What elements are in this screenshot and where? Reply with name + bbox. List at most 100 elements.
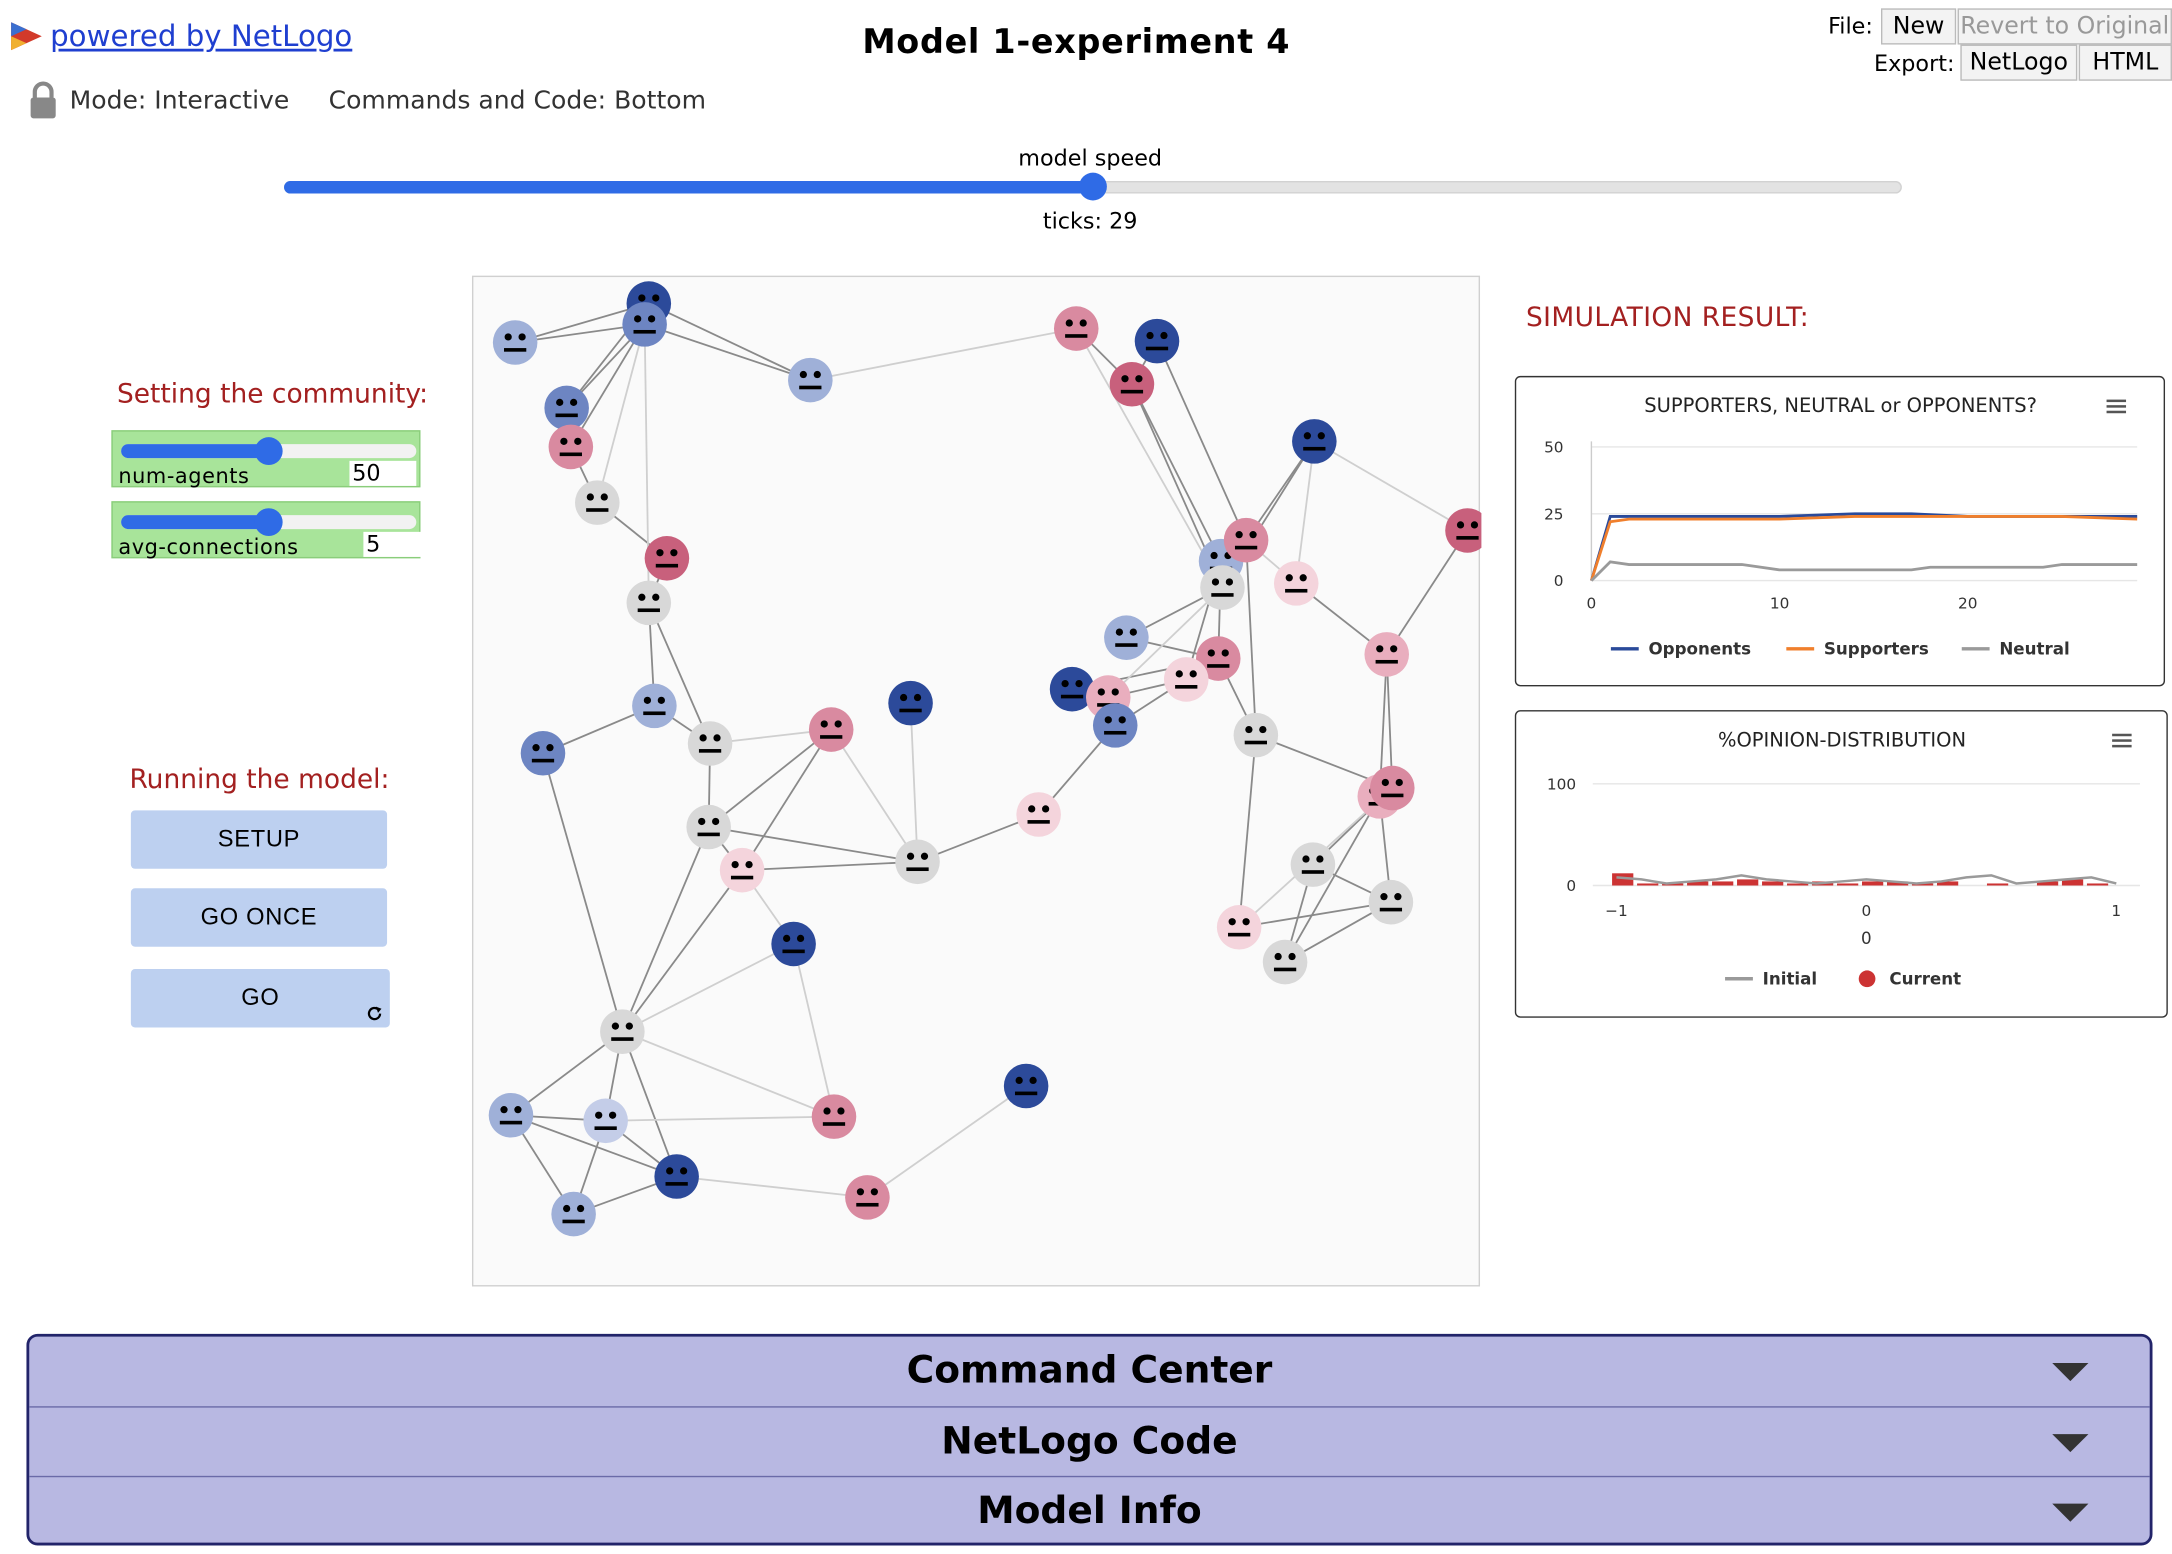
lock-icon[interactable] xyxy=(28,81,59,120)
legend-swatch xyxy=(1858,970,1876,988)
current-bar xyxy=(2036,881,2059,886)
agent-mouth xyxy=(655,563,679,568)
agent-face-icon xyxy=(1445,508,1482,553)
agent-mouth xyxy=(643,711,666,716)
agent-eye xyxy=(1210,551,1218,560)
agent-face-icon xyxy=(551,1191,596,1237)
netlogo-code-panel[interactable]: NetLogo Code xyxy=(29,1408,2149,1478)
netlogo-code-label: NetLogo Code xyxy=(941,1420,1238,1464)
agent-face-icon xyxy=(626,580,672,626)
current-bar xyxy=(2061,879,2084,886)
agent-face-icon xyxy=(1223,517,1269,563)
model-speed-slider[interactable] xyxy=(284,172,1902,201)
netlogo-code-chevron-icon[interactable] xyxy=(2052,1434,2089,1453)
agent-mouth xyxy=(531,758,555,763)
agent-face-icon xyxy=(1262,939,1308,985)
model-speed-handle[interactable] xyxy=(1079,172,1107,201)
network-link xyxy=(510,1114,677,1178)
export-netlogo-button[interactable]: NetLogo xyxy=(1960,44,2078,81)
divider xyxy=(29,1475,2150,1478)
command-center-panel[interactable]: Command Center xyxy=(29,1337,2149,1407)
powered-by-netlogo-link[interactable]: powered by NetLogo xyxy=(8,19,352,53)
agent-face-icon xyxy=(845,1175,890,1220)
agent-eye xyxy=(560,437,568,445)
network-link xyxy=(514,302,650,344)
network-link xyxy=(621,943,795,1033)
chart-title: SUPPORTERS, NEUTRAL or OPPONENTS? xyxy=(1644,394,2037,417)
model-info-label: Model Info xyxy=(977,1489,1202,1533)
agent-eye xyxy=(834,720,842,728)
x-tick-label: 0 xyxy=(1862,902,1872,920)
go-button[interactable]: GO xyxy=(130,969,390,1028)
agent-eye xyxy=(823,1107,831,1115)
chart-menu-icon[interactable] xyxy=(2112,733,2132,748)
model-info-panel[interactable]: Model Info xyxy=(29,1477,2149,1542)
export-html-button[interactable]: HTML xyxy=(2078,44,2172,81)
network-link xyxy=(570,323,646,448)
agent-face xyxy=(654,1154,699,1199)
network-link xyxy=(1238,901,1392,929)
agent-face-icon xyxy=(811,1094,857,1139)
agent-eye xyxy=(647,315,656,323)
agent-face xyxy=(1364,632,1410,677)
num-agents-handle[interactable] xyxy=(254,437,283,466)
network-link xyxy=(1156,340,1247,541)
menu-bar xyxy=(2106,410,2127,414)
num-agents-value[interactable]: 50 xyxy=(349,460,417,486)
agent-face xyxy=(687,721,733,766)
agent-face xyxy=(686,804,731,850)
go-once-button[interactable]: GO ONCE xyxy=(130,888,388,947)
agent-face-icon xyxy=(600,1009,645,1054)
file-label: File: xyxy=(1828,12,1873,39)
agent-mouth xyxy=(1175,685,1198,689)
agent-face xyxy=(1445,508,1482,553)
world-view[interactable] xyxy=(471,275,1482,1287)
agent-eye xyxy=(546,744,554,752)
agent-face xyxy=(1370,765,1415,811)
agent-eye xyxy=(1221,649,1229,657)
agent-face-icon xyxy=(788,357,833,403)
agent-eye xyxy=(611,1022,620,1030)
revert-to-original-button[interactable]: Revert to Original xyxy=(1957,8,2172,45)
model-info-chevron-icon[interactable] xyxy=(2052,1503,2089,1522)
avg-connections-value[interactable]: 5 xyxy=(363,531,431,557)
go-once-button-label: GO ONCE xyxy=(200,903,318,931)
agent-mouth xyxy=(1145,346,1169,351)
network-link xyxy=(830,729,919,863)
agent-face-icon xyxy=(1134,318,1180,364)
agent-eye xyxy=(1316,855,1324,863)
agent-eye xyxy=(837,1107,845,1115)
new-button[interactable]: New xyxy=(1880,8,1957,45)
forever-icon xyxy=(367,1006,382,1021)
agent-eye xyxy=(870,1188,878,1196)
num-agents-slider[interactable]: num-agents 50 xyxy=(111,430,421,489)
num-agents-track[interactable] xyxy=(121,437,417,466)
agent-eye xyxy=(638,294,646,302)
avg-connections-handle[interactable] xyxy=(254,508,283,537)
bottom-panels: Command Center NetLogo Code Model Info xyxy=(26,1333,2153,1546)
agent-mouth xyxy=(1381,793,1404,798)
agent-face-icon xyxy=(492,320,538,365)
network-link xyxy=(647,602,711,744)
agent-eye xyxy=(1242,918,1250,926)
commands-and-code-toggle[interactable]: Commands and Code: Bottom xyxy=(328,86,707,116)
network-link xyxy=(1107,586,1224,699)
agent-eye xyxy=(670,549,678,557)
agent-eye xyxy=(731,860,739,869)
network-link xyxy=(1295,441,1316,584)
num-agents-name: num-agents xyxy=(118,463,250,489)
agent-eye xyxy=(1189,670,1197,678)
mode-toggle[interactable]: Mode: Interactive xyxy=(28,81,289,120)
agent-face xyxy=(1049,666,1095,712)
agent-eye xyxy=(1456,521,1465,529)
avg-connections-name: avg-connections xyxy=(118,534,299,560)
setup-button[interactable]: SETUP xyxy=(130,810,388,869)
network-link xyxy=(741,729,832,871)
chart-menu-icon[interactable] xyxy=(2106,399,2127,414)
avg-connections-track[interactable] xyxy=(121,508,417,537)
command-center-chevron-icon[interactable] xyxy=(2052,1363,2089,1382)
agent-eye xyxy=(920,852,929,860)
agent-mouth xyxy=(1303,446,1326,451)
avg-connections-slider[interactable]: avg-connections 5 xyxy=(111,501,431,560)
